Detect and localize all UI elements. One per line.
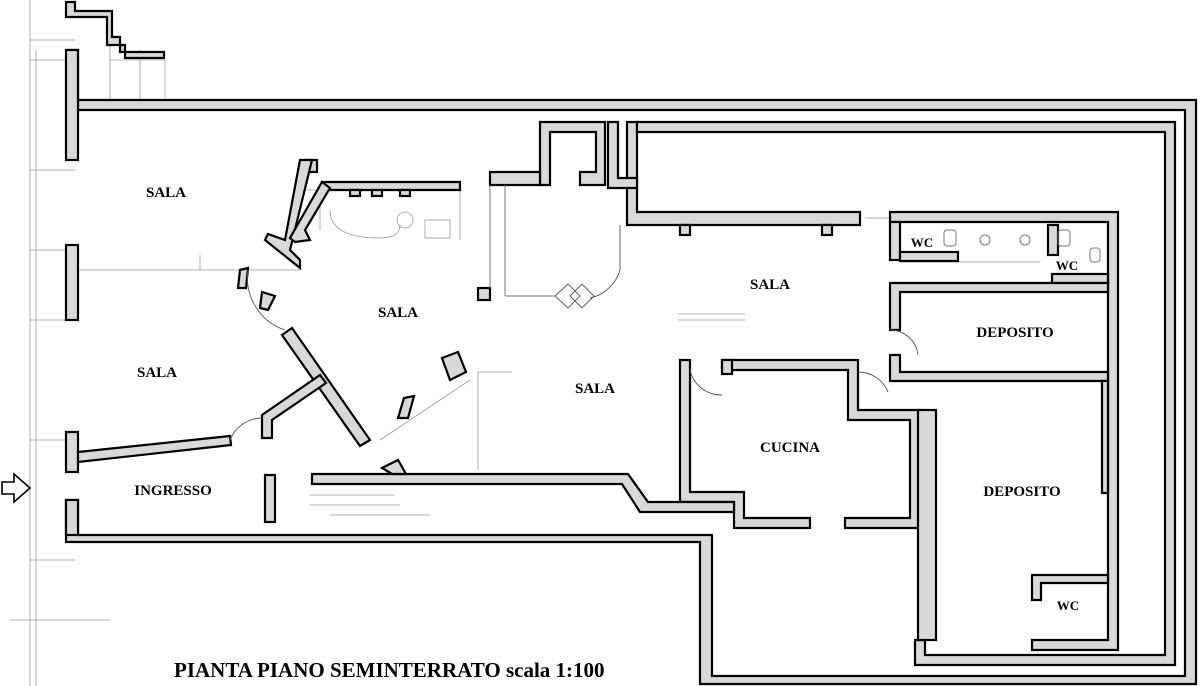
wc-fixtures: [943, 229, 1101, 263]
room-label-sala-center: SALA: [378, 305, 418, 321]
room-label-sala-nw: SALA: [146, 185, 186, 201]
door-swings: [229, 185, 919, 441]
room-label-sala-w: SALA: [137, 365, 177, 381]
room-label-deposito-lower: DEPOSITO: [983, 484, 1060, 500]
kitchen-walls: [678, 358, 938, 642]
diagonal-walls: [76, 158, 468, 464]
room-label-ingresso: INGRESSO: [134, 483, 212, 499]
room-labels: SALA SALA SALA SALA SALA INGRESSO CUCINA…: [134, 185, 1079, 613]
ingresso-walls: [263, 458, 736, 524]
plan-title: PIANTA PIANO SEMINTERRATO scala 1:100: [174, 658, 605, 682]
room-label-wc-2: WC: [1056, 258, 1078, 273]
room-label-sala-east: SALA: [750, 277, 790, 293]
neighbor-walls: [64, 0, 166, 101]
central-top-walls: [303, 120, 834, 302]
room-label-cucina: CUCINA: [760, 440, 820, 456]
room-label-deposito-upper: DEPOSITO: [976, 325, 1053, 341]
right-arrow-icon: [1, 472, 32, 504]
room-label-wc-3: WC: [1057, 598, 1079, 613]
room-label-wc-1: WC: [911, 235, 933, 250]
room-label-sala-center-low: SALA: [575, 381, 615, 397]
